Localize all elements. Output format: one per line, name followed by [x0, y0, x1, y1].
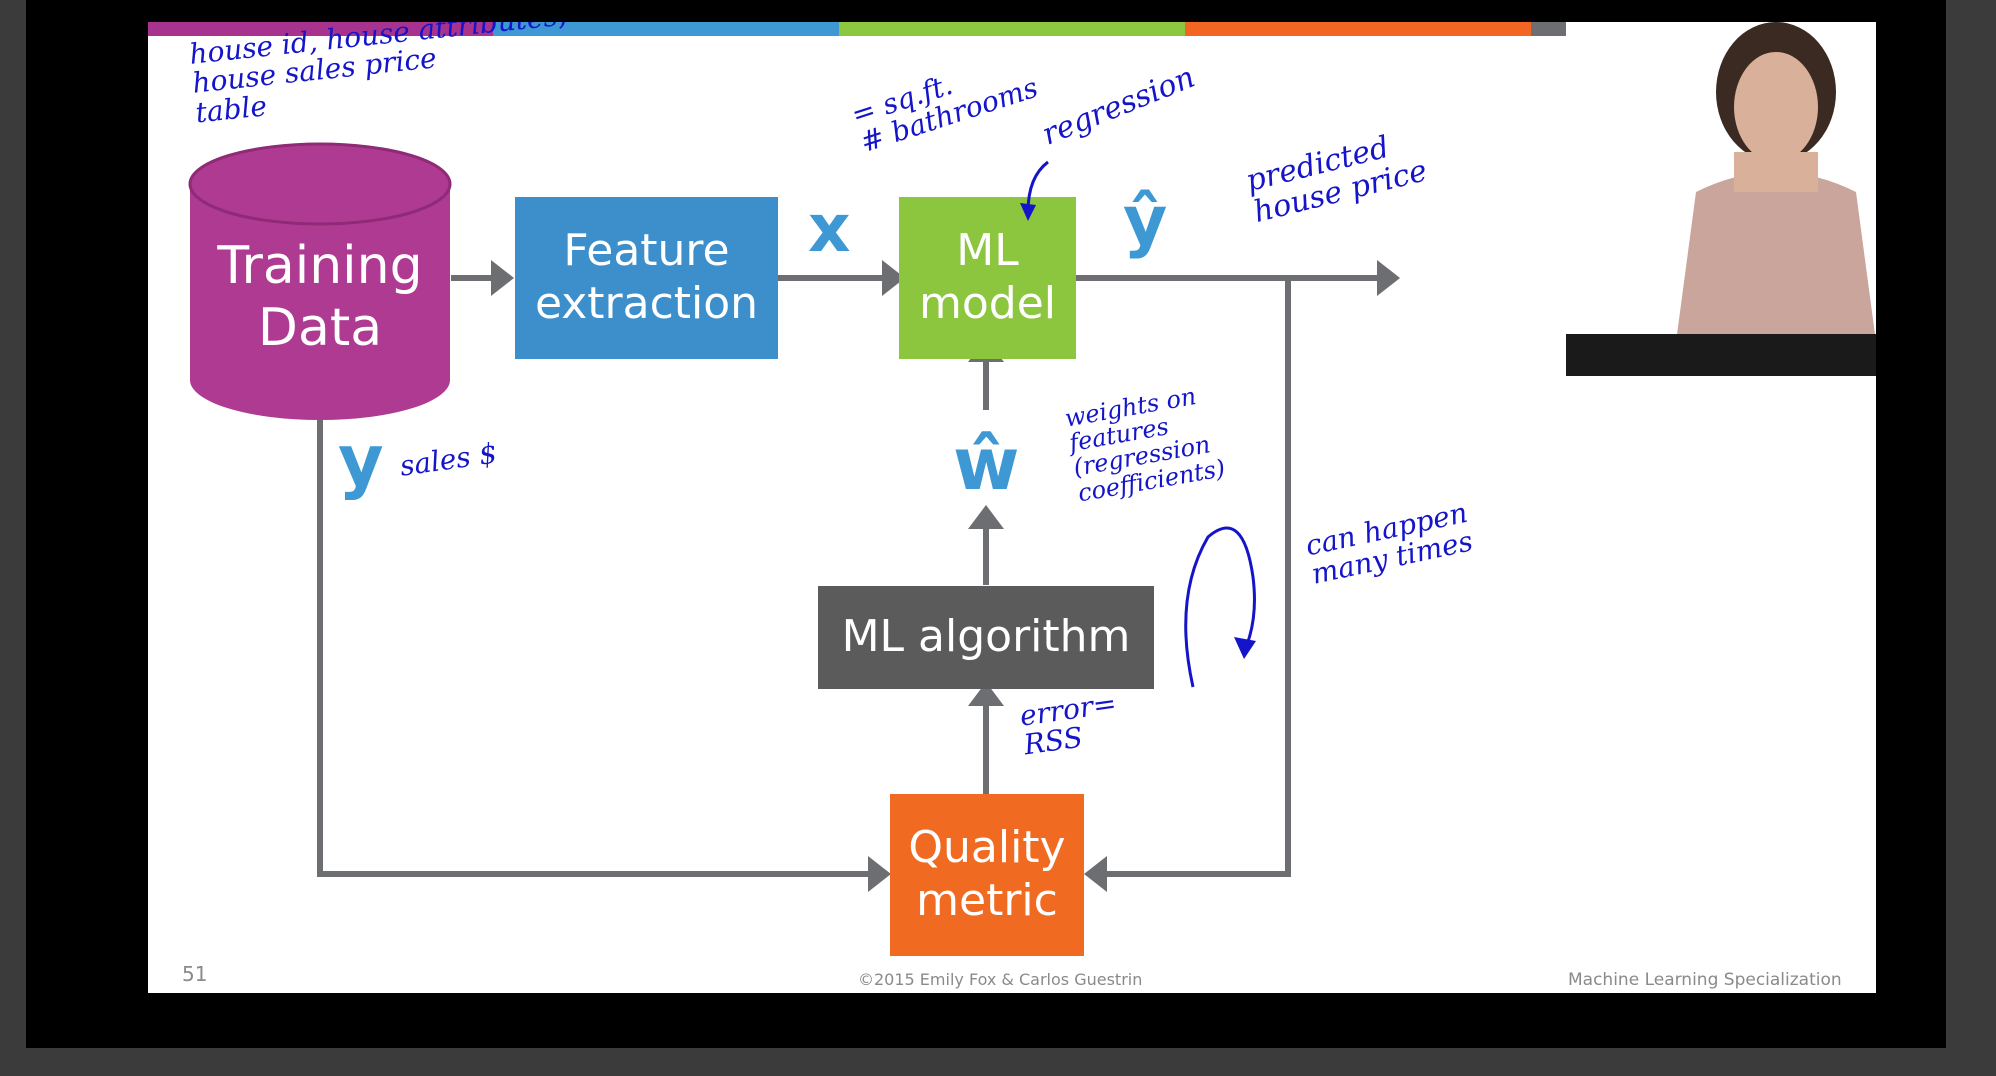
y-symbol: y — [338, 420, 384, 502]
arrowhead-model — [882, 260, 905, 296]
cylinder-top — [188, 142, 452, 226]
stripe-2 — [493, 22, 839, 36]
copyright-text: ©2015 Emily Fox & Carlos Guestrin — [858, 970, 1143, 989]
regression-pointer-arrow — [1020, 160, 1049, 221]
ml-model-label: ML model — [918, 225, 1056, 329]
x-symbol: x — [808, 190, 851, 267]
course-name: Machine Learning Specialization — [1568, 970, 1842, 990]
arrowhead-prediction — [1377, 260, 1400, 296]
w-hat-symbol: ŵ — [953, 422, 1020, 506]
arrowhead-features — [491, 260, 514, 296]
quality-metric-box: Quality metric — [890, 794, 1084, 956]
presenter-video-inset — [1566, 22, 1876, 402]
stripe-3 — [839, 22, 1185, 36]
arrow-prediction-to-quality — [1103, 278, 1291, 877]
slide-number: 51 — [182, 962, 208, 986]
ml-algorithm-label: ML algorithm — [841, 611, 1131, 663]
feature-extraction-box: Feature extraction — [515, 197, 778, 359]
arrowhead-weights — [968, 505, 1004, 529]
diagram-connectors — [317, 260, 1400, 892]
loop-arrow — [1184, 526, 1256, 688]
cylinder-body — [190, 184, 450, 420]
arrow-y-to-quality — [317, 412, 873, 877]
training-data-cylinder — [188, 142, 452, 420]
y-hat-symbol: ŷ — [1123, 182, 1168, 261]
ml-algorithm-box: ML algorithm — [818, 586, 1154, 689]
stripe-4 — [1185, 22, 1531, 36]
arrowhead-quality-right — [1084, 856, 1107, 892]
video-frame: Training Data Feature extraction ML mode… — [26, 0, 1946, 1048]
training-data-label: Training Data — [217, 235, 423, 358]
arrowhead-algorithm — [968, 682, 1004, 706]
stripe-1 — [148, 22, 493, 36]
quality-metric-label: Quality metric — [908, 822, 1066, 926]
feature-extraction-label: Feature extraction — [534, 225, 759, 329]
arrowhead-quality-left — [868, 856, 891, 892]
slide: Training Data Feature extraction ML mode… — [148, 22, 1876, 993]
ml-model-box: ML model — [899, 197, 1076, 359]
